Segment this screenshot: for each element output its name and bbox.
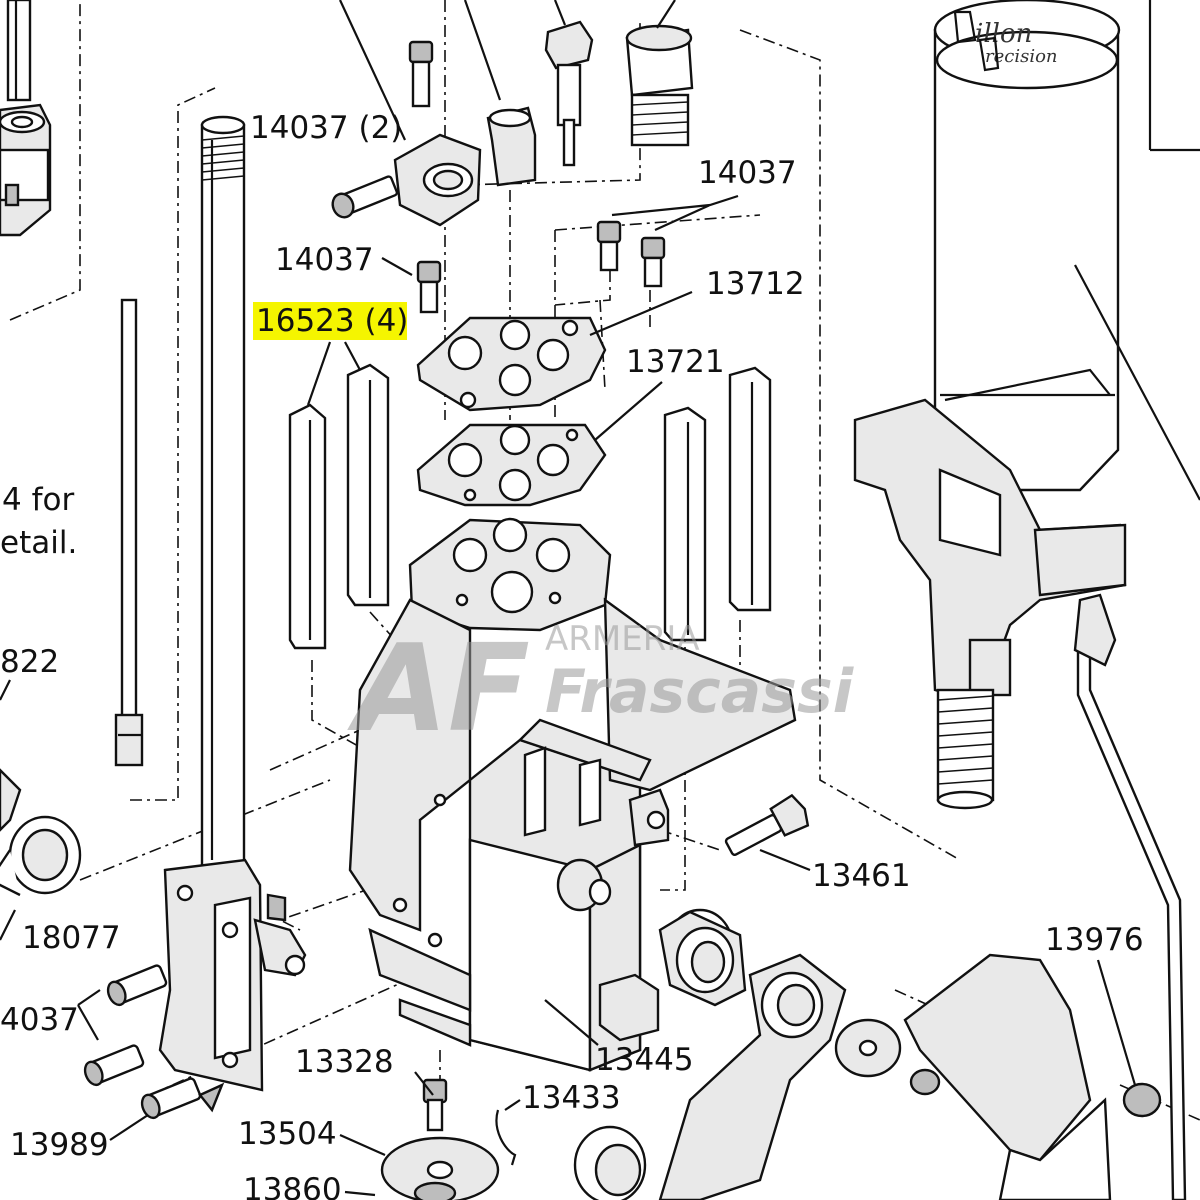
watermark: AF ARMERIA Frascassi bbox=[347, 619, 855, 759]
watermark-initials: AF bbox=[347, 620, 530, 759]
callout-13721: 13721 bbox=[626, 344, 725, 380]
bracket-13976 bbox=[903, 953, 1162, 1200]
threaded-post bbox=[200, 115, 246, 872]
watermark-line2: Frascassi bbox=[545, 657, 855, 727]
callout-4037: 4037 bbox=[0, 1002, 79, 1038]
side-note-line2: etail. bbox=[0, 525, 77, 561]
callout-13989: 13989 bbox=[10, 1127, 109, 1163]
post-bracket bbox=[158, 858, 307, 1092]
powder-measure: illon recision bbox=[853, 0, 1200, 810]
bushing-18077 bbox=[0, 768, 82, 897]
channel-rails bbox=[288, 363, 772, 650]
press-frame bbox=[348, 517, 797, 1072]
callout-822: 822 bbox=[0, 644, 59, 680]
callout-13461: 13461 bbox=[812, 858, 911, 894]
callout-18077: 18077 bbox=[22, 920, 121, 956]
callout-14037-2: 14037 (2) bbox=[250, 110, 402, 146]
toolhead-plates bbox=[416, 316, 607, 507]
callout-13976: 13976 bbox=[1045, 922, 1144, 958]
left-partial-assembly bbox=[0, 0, 52, 237]
callout-13433: 13433 bbox=[522, 1080, 621, 1116]
callout-labels: 14037 (2) 14037 14037 16523 (4) 13712 13… bbox=[0, 110, 1144, 1200]
callout-13860: 13860 bbox=[243, 1172, 342, 1200]
hopper-brand-line1: illon bbox=[975, 19, 1032, 49]
callout-13445: 13445 bbox=[595, 1042, 694, 1078]
hopper-brand-line2: recision bbox=[985, 46, 1058, 67]
linkage-parts bbox=[573, 908, 941, 1200]
highlight-marker bbox=[253, 302, 407, 340]
shellplate-parts bbox=[380, 1078, 517, 1200]
indexing-rod bbox=[114, 298, 144, 767]
callout-13712: 13712 bbox=[706, 266, 805, 302]
side-note-line1: 4 for bbox=[2, 482, 74, 518]
top-small-parts bbox=[331, 20, 694, 314]
callout-13328: 13328 bbox=[295, 1044, 394, 1080]
callout-16523: 16523 (4) bbox=[256, 303, 408, 339]
watermark-line1: ARMERIA bbox=[545, 619, 700, 659]
callout-13504: 13504 bbox=[238, 1116, 337, 1152]
callout-14037-top-right: 14037 bbox=[698, 155, 797, 191]
bracket-bolts bbox=[83, 964, 225, 1120]
callout-14037-mid: 14037 bbox=[275, 242, 374, 278]
bolt-13461 bbox=[724, 793, 810, 857]
